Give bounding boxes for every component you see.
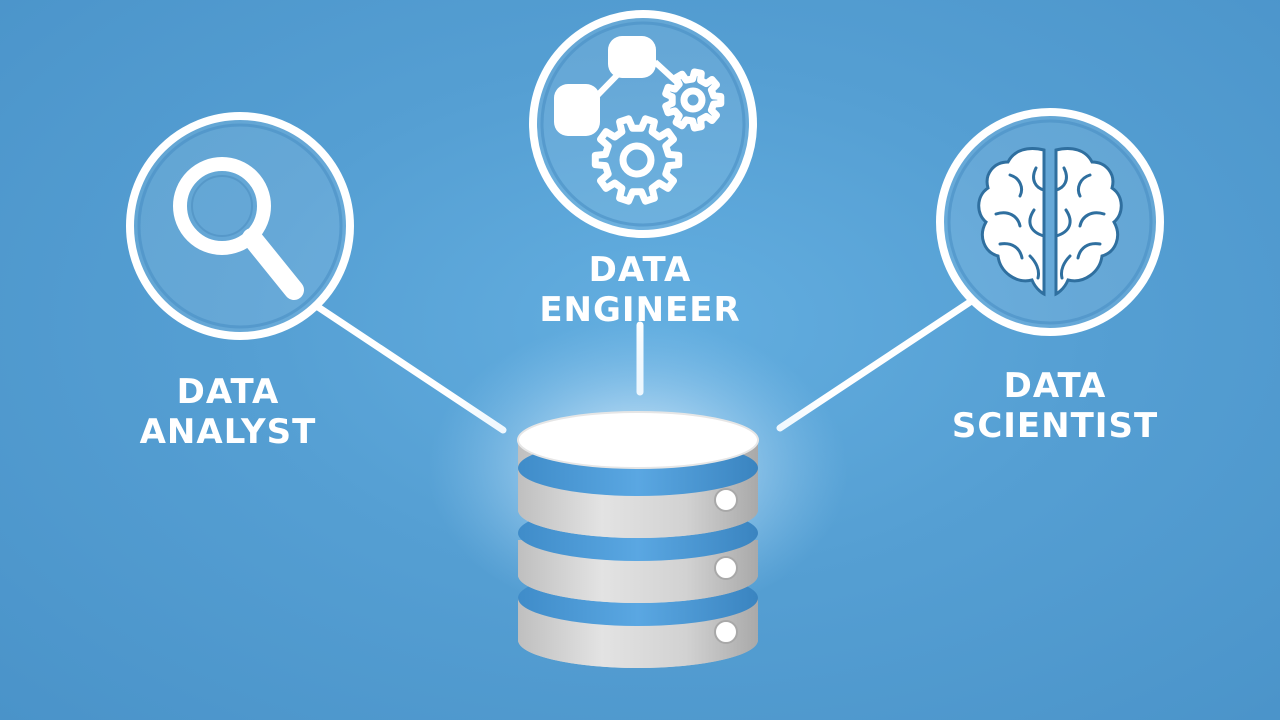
label-analyst-line1: DATA (176, 372, 280, 412)
label-scientist-line2: SCIENTIST (951, 406, 1159, 446)
label-data-scientist: DATA SCIENTIST (930, 366, 1180, 446)
workflow-gears-icon (554, 36, 725, 205)
label-scientist-line1: DATA (1003, 366, 1107, 406)
engineer-node (529, 10, 757, 238)
label-data-engineer: DATA ENGINEER (520, 250, 760, 330)
scientist-node (936, 108, 1164, 336)
label-data-analyst: DATA ANALYST (118, 372, 338, 452)
label-analyst-line2: ANALYST (139, 412, 317, 452)
analyst-node (126, 112, 354, 340)
brain-icon (977, 147, 1123, 297)
label-engineer-line1: DATA (588, 250, 692, 290)
magnifying-glass-icon (173, 157, 304, 300)
label-engineer-line2: ENGINEER (539, 290, 741, 330)
database-icon (428, 320, 848, 668)
gear-small (662, 68, 725, 132)
gear-large (591, 115, 683, 205)
